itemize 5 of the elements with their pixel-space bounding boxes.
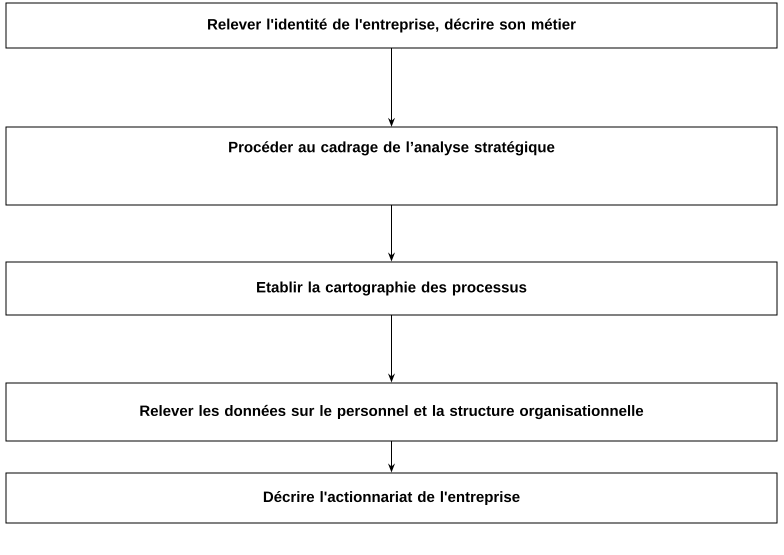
process-box: Procéder au cadrage de l’analyse stratégique [6, 126, 778, 206]
process-box: Etablir la cartographie des processus [6, 262, 778, 316]
process-box: Décrire l'actionnariat de l'entreprise [6, 472, 778, 524]
process-box: Relever l'identité de l'entreprise, décrire son métier [6, 2, 778, 48]
process-box: Relever les données sur le personnel et la structure organisationnelle [6, 382, 778, 442]
